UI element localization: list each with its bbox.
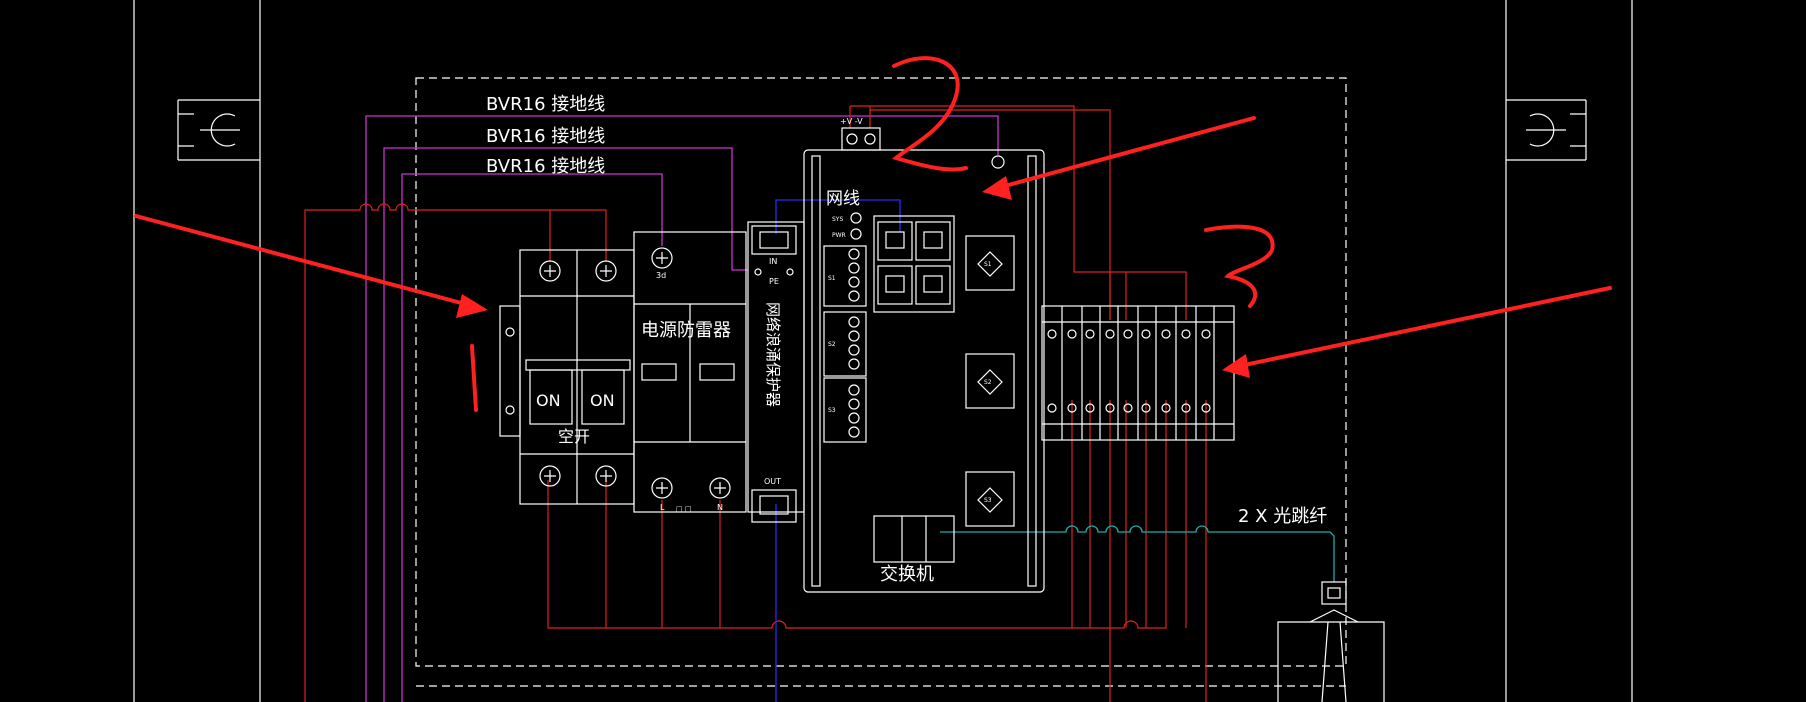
power-polarity-label: +V -V bbox=[840, 117, 863, 126]
power-surge-protector bbox=[633, 231, 747, 513]
sfp-s2-label: S2 bbox=[984, 379, 992, 386]
terminal-3d-label: 3d bbox=[656, 271, 666, 280]
sfp-s3-label: S3 bbox=[984, 497, 992, 504]
slot-s3-label: S3 bbox=[828, 407, 836, 414]
power-wires bbox=[304, 105, 1207, 702]
screw-cross-icon bbox=[544, 265, 556, 277]
terminal-in-label: IN bbox=[769, 257, 777, 266]
breaker-on-label-1: ON bbox=[536, 391, 561, 410]
rj45-in-port bbox=[751, 225, 797, 255]
breaker-screws bbox=[539, 260, 617, 487]
screw-icon bbox=[595, 260, 617, 282]
ground-wire-label-2: BVR16 接地线 bbox=[486, 126, 605, 147]
fiber-port-block bbox=[873, 515, 955, 563]
ground-wires bbox=[365, 115, 999, 702]
ground-terminal-icon bbox=[991, 155, 1005, 169]
cabinet-frame bbox=[133, 0, 1633, 702]
screw-cross-icon bbox=[544, 470, 556, 482]
terminal-out-label: OUT bbox=[764, 477, 781, 486]
annotation-hand-mark-1 bbox=[470, 344, 478, 412]
annotation-arrowheads bbox=[456, 176, 1250, 378]
network-surge-protector-label: 网络浪涌保护器 bbox=[764, 302, 782, 407]
terminal-pe-label: PE bbox=[769, 277, 779, 286]
sfp-s1-label: S1 bbox=[984, 261, 992, 268]
ground-wire-label-3: BVR16 接地线 bbox=[486, 156, 605, 177]
breaker-on-label-2: ON bbox=[590, 391, 615, 410]
slot-s1-label: S1 bbox=[828, 275, 836, 282]
slot-s2 bbox=[823, 311, 867, 377]
sfp-port-3 bbox=[965, 471, 1015, 527]
annotation-arrow-switch bbox=[988, 116, 1256, 192]
annotation-hand-mark-2 bbox=[891, 56, 968, 172]
slot-s1 bbox=[823, 245, 867, 307]
sfp-port-2 bbox=[965, 353, 1015, 409]
arrowhead-breaker-icon bbox=[456, 294, 488, 318]
screw-icon bbox=[595, 465, 617, 487]
slot-s3 bbox=[823, 377, 867, 443]
annotation-arrow-breaker bbox=[134, 214, 482, 310]
industrial-switch bbox=[803, 127, 1045, 593]
ground-wire-label-1: BVR16 接地线 bbox=[486, 94, 605, 115]
power-terminal-block bbox=[841, 127, 881, 151]
sfp-port-1 bbox=[965, 235, 1015, 291]
rj45-out-port bbox=[751, 489, 797, 523]
rj45-port-block bbox=[873, 215, 955, 313]
arrowhead-switch-icon bbox=[982, 176, 1012, 200]
screw-icon bbox=[539, 260, 561, 282]
fiber-jumper-wire bbox=[940, 525, 1335, 582]
arrowhead-terminal-icon bbox=[1222, 354, 1250, 378]
screw-cross-icon bbox=[600, 265, 612, 277]
screw-icon bbox=[539, 465, 561, 487]
network-cable-label: 网线 bbox=[826, 189, 860, 209]
right-hinge-icon bbox=[1506, 99, 1587, 161]
terminal-mark-label: □ □ bbox=[676, 505, 691, 513]
breaker-name-label: 空开 bbox=[558, 427, 590, 446]
terminal-n-label: N bbox=[717, 503, 723, 512]
annotation-marks bbox=[134, 56, 1612, 412]
circuit-breaker bbox=[499, 249, 635, 505]
surge-protector-label: 电源防雷器 bbox=[641, 320, 731, 341]
annotation-arrow-terminal bbox=[1228, 286, 1612, 370]
led-pwr-label: PWR bbox=[832, 232, 846, 239]
switch-label: 交换机 bbox=[880, 564, 934, 585]
terminal-block-strip bbox=[1041, 305, 1235, 441]
enclosure-dashed-border bbox=[415, 77, 1347, 667]
terminal-l-label: L bbox=[660, 503, 665, 512]
optical-terminal-box bbox=[1277, 581, 1385, 702]
fiber-jumper-label: 2 X 光跳纤 bbox=[1238, 506, 1327, 527]
screw-cross-icon bbox=[600, 470, 612, 482]
left-hinge-icon bbox=[177, 99, 260, 161]
annotation-hand-mark-3 bbox=[1204, 224, 1275, 308]
led-sys-label: SYS bbox=[832, 216, 843, 223]
slot-s2-label: S2 bbox=[828, 341, 836, 348]
